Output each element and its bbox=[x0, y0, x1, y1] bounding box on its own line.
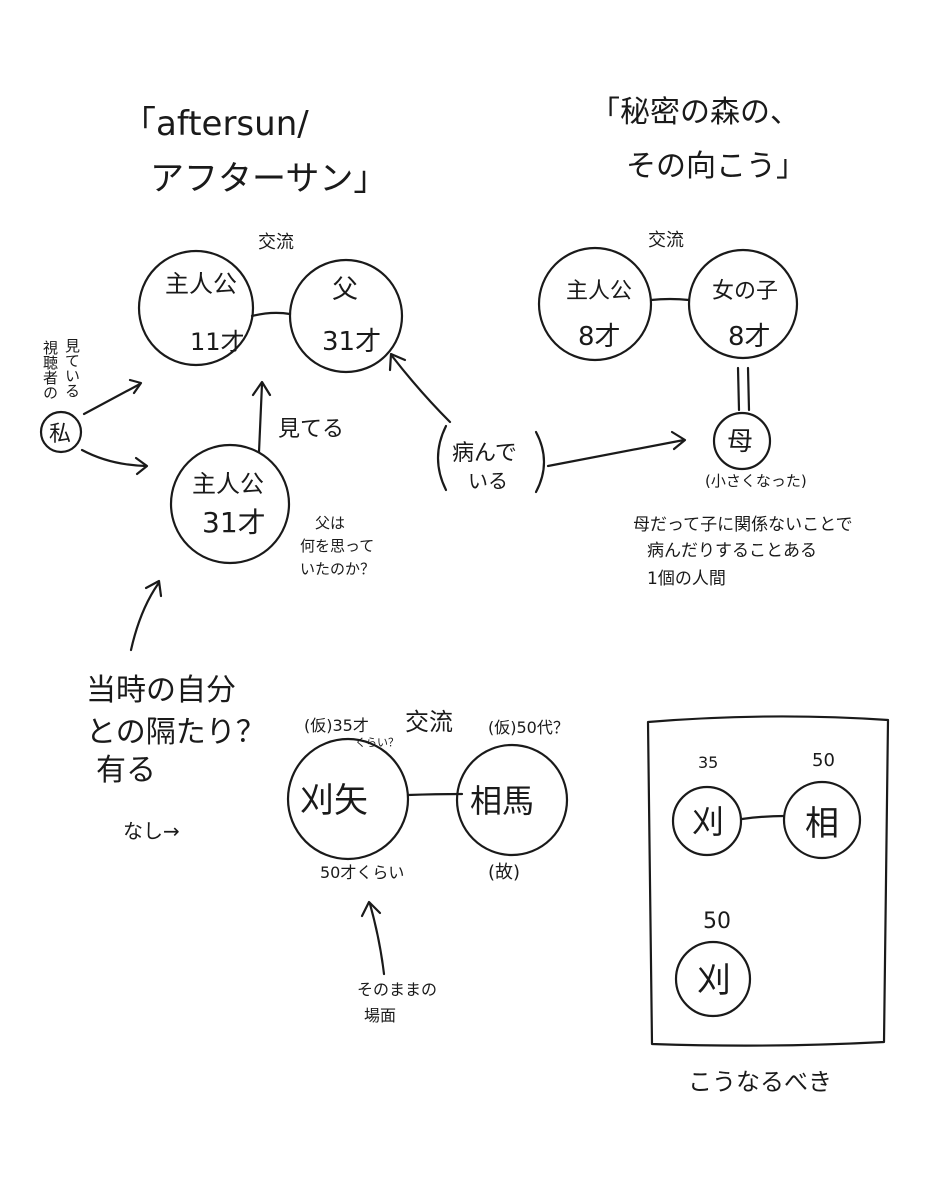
mother-note: (小さくなった) bbox=[705, 472, 807, 490]
sick-paren-left bbox=[436, 424, 448, 492]
gap-label-line2: との隔たり？ bbox=[86, 715, 266, 750]
protagonist-11-age: 11才 bbox=[190, 328, 245, 356]
secret-forest-title-line1: 「秘密の森の、 bbox=[590, 95, 800, 130]
father-age: 31才 bbox=[322, 327, 381, 357]
kariya-name: 刈矢 bbox=[300, 781, 368, 821]
gap-label-line1: 当時の自分 bbox=[86, 673, 236, 708]
boxed-ai-circle bbox=[782, 780, 862, 860]
question-line1: 父は bbox=[315, 514, 345, 532]
boxed-kari-alone-name: 刈 bbox=[697, 961, 731, 1001]
kariya-circle bbox=[286, 737, 410, 861]
sick-label-line1: 病んで bbox=[452, 441, 517, 466]
mother-notes-line2: 病んだりすることある bbox=[647, 541, 817, 561]
boxed-age-kari: 35 bbox=[698, 753, 718, 772]
kariya-tentative-sub: くらい？ bbox=[355, 736, 399, 749]
sick-arrow-to-mother bbox=[546, 438, 686, 468]
equals-line-1 bbox=[736, 366, 741, 412]
bottom-exchange-line bbox=[406, 792, 464, 797]
girl-circle bbox=[687, 248, 799, 360]
sick-arrow-to-father bbox=[390, 354, 452, 424]
watching-arrow bbox=[257, 382, 264, 454]
sick-paren-right bbox=[534, 430, 546, 494]
boxed-age-ai: 50 bbox=[812, 750, 835, 771]
as-is-arrow bbox=[368, 902, 386, 976]
boxed-caption: こうなるべき bbox=[688, 1068, 832, 1096]
watching-arrow-head bbox=[251, 380, 272, 397]
aima-name: 相馬 bbox=[470, 782, 534, 820]
exchange-line-right bbox=[649, 297, 691, 302]
boxed-kari-alone-circle bbox=[674, 940, 752, 1018]
question-line2: 何を思って bbox=[300, 537, 374, 555]
boxed-frame bbox=[646, 715, 890, 1047]
viewer-circle bbox=[39, 410, 83, 454]
viewer-note2: 見ている bbox=[63, 338, 81, 398]
viewer-arrow-down bbox=[80, 448, 148, 468]
adult-protagonist-age: 31才 bbox=[202, 506, 266, 539]
secret-forest-exchange-label: 交流 bbox=[648, 230, 684, 251]
father-circle bbox=[288, 258, 404, 374]
kariya-age-note: 50才くらい bbox=[320, 863, 404, 882]
protagonist-8-name: 主人公 bbox=[566, 279, 632, 304]
watching-label: 見てる bbox=[278, 417, 344, 442]
exchange-line-left bbox=[250, 311, 292, 318]
viewer-arrow-up bbox=[82, 382, 142, 416]
mother-notes-line1: 母だって子に関係ないことで bbox=[633, 515, 853, 535]
gap-arrow bbox=[129, 582, 160, 652]
boxed-kari-circle bbox=[671, 785, 743, 857]
gap-arrow-head bbox=[144, 579, 163, 598]
girl-name: 女の子 bbox=[712, 279, 778, 304]
as-is-label-line2: 場面 bbox=[364, 1006, 396, 1025]
aima-circle bbox=[455, 743, 569, 857]
viewer-name: 私 bbox=[49, 422, 71, 447]
equals-line-2 bbox=[746, 366, 751, 412]
sick-arrow-to-father-head bbox=[388, 352, 407, 372]
aftersun-exchange-label: 交流 bbox=[258, 232, 294, 253]
viewer-note: 視聴者の bbox=[41, 340, 59, 400]
protagonist-11-name: 主人公 bbox=[165, 270, 237, 298]
boxed-kari-name: 刈 bbox=[692, 803, 724, 841]
aima-status: (故) bbox=[488, 862, 520, 883]
bottom-exchange-label: 交流 bbox=[405, 708, 453, 736]
viewer-arrow-up-head bbox=[128, 378, 143, 395]
viewer-note-vertical: 視聴者の 見ている bbox=[41, 338, 81, 400]
mother-notes-line3: 1個の人間 bbox=[647, 569, 726, 589]
viewer-arrow-down-head bbox=[134, 456, 149, 476]
secret-forest-title-line2: その向こう」 bbox=[626, 149, 806, 184]
sick-arrow-to-mother-head bbox=[670, 430, 687, 451]
aftersun-title-line2: アフターサン」 bbox=[150, 159, 387, 199]
father-name: 父 bbox=[332, 275, 358, 305]
boxed-exchange-line bbox=[740, 814, 786, 821]
mother-circle bbox=[712, 411, 772, 471]
boxed-ai-name: 相 bbox=[805, 804, 839, 844]
boxed-age-kari-alone: 50 bbox=[703, 909, 731, 934]
gap-label-line3: 有る bbox=[96, 753, 156, 788]
as-is-label-line1: そのままの bbox=[357, 980, 437, 999]
aftersun-title-line1: 「aftersun/ bbox=[122, 104, 309, 144]
girl-age: 8才 bbox=[728, 322, 771, 352]
none-label: なし→ bbox=[123, 819, 180, 843]
sick-label-line2: いる bbox=[468, 469, 508, 493]
kariya-tentative: (仮)35才 bbox=[304, 716, 369, 735]
question-line3: いたのか？ bbox=[300, 560, 375, 578]
mother-name: 母 bbox=[727, 427, 753, 457]
as-is-arrow-head bbox=[360, 900, 382, 918]
protagonist-8-age: 8才 bbox=[578, 322, 621, 352]
adult-protagonist-name: 主人公 bbox=[192, 470, 264, 498]
protagonist-11-circle bbox=[137, 249, 255, 367]
aima-tentative: (仮)50代？ bbox=[488, 718, 569, 737]
adult-protagonist-circle bbox=[169, 443, 291, 565]
protagonist-8-circle bbox=[537, 246, 653, 362]
